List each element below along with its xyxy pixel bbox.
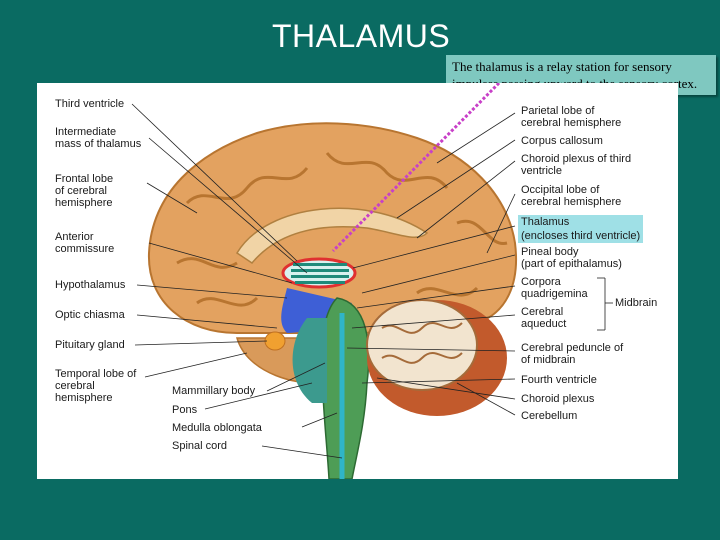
brainstem-shape bbox=[320, 297, 370, 479]
label-choroid-plexus-third-2: ventricle bbox=[521, 165, 562, 177]
label-intermediate: Intermediate bbox=[55, 126, 117, 138]
pons-shape bbox=[292, 318, 327, 403]
label-choroid-plexus: Choroid plexus bbox=[521, 393, 595, 405]
pituitary-shape bbox=[264, 331, 286, 351]
gyri-lines bbox=[176, 152, 508, 307]
slide-title: THALAMUS bbox=[272, 18, 451, 54]
label-temporal-lobe-3: hemisphere bbox=[55, 392, 113, 404]
label-frontal-lobe-2: of cerebral bbox=[55, 185, 107, 197]
label-corpora: Corpora bbox=[521, 276, 561, 288]
corpus-callosum bbox=[235, 207, 429, 264]
label-choroid-plexus-third: Choroid plexus of third bbox=[521, 153, 632, 165]
label-parietal-lobe-2: cerebral hemisphere bbox=[521, 117, 622, 129]
label-thalamus-2: (encloses third ventricle) bbox=[518, 229, 644, 243]
label-mammillary-body: Mammillary body bbox=[172, 385, 256, 397]
label-corpus-callosum: Corpus callosum bbox=[521, 135, 603, 147]
label-thalamus: Thalamus bbox=[518, 215, 644, 229]
label-parietal-lobe: Parietal lobe of bbox=[521, 105, 595, 117]
label-anterior-commissure: Anterior bbox=[55, 231, 94, 243]
label-fourth-ventricle: Fourth ventricle bbox=[521, 374, 597, 386]
label-temporal-lobe: Temporal lobe of bbox=[55, 368, 137, 380]
brain-diagram-panel: Third ventricle Intermediate mass of tha… bbox=[37, 83, 678, 479]
label-anterior-commissure-2: commissure bbox=[55, 243, 115, 255]
label-cerebral-peduncle: Cerebral peduncle of bbox=[521, 342, 624, 354]
label-intermediate-2: mass of thalamus bbox=[55, 138, 142, 150]
label-pineal-body: Pineal body bbox=[521, 246, 579, 258]
label-pineal-body-2: (part of epithalamus) bbox=[521, 258, 622, 270]
label-hypothalamus: Hypothalamus bbox=[55, 279, 126, 291]
brain-illustration bbox=[131, 83, 613, 479]
label-frontal-lobe: Frontal lobe bbox=[55, 173, 114, 185]
thalamus-shape bbox=[281, 257, 357, 289]
label-occipital-lobe-2: cerebral hemisphere bbox=[521, 196, 622, 208]
label-occipital-lobe: Occipital lobe of bbox=[521, 184, 600, 196]
label-spinal-cord: Spinal cord bbox=[172, 440, 228, 452]
callout-line-1: The thalamus is a relay station for sens… bbox=[452, 59, 672, 74]
label-corpora-2: quadrigemina bbox=[521, 288, 588, 300]
label-thalamus-block: Thalamus (encloses third ventricle) bbox=[518, 215, 644, 243]
label-cerebral-aqueduct: Cerebral bbox=[521, 306, 564, 318]
label-pituitary-gland: Pituitary gland bbox=[55, 339, 125, 351]
label-optic-chiasma: Optic chiasma bbox=[55, 309, 125, 321]
label-medulla-oblongata: Medulla oblongata bbox=[172, 422, 262, 434]
callout-pointer bbox=[331, 83, 501, 253]
cerebellum-shape bbox=[366, 299, 507, 416]
leader-lines bbox=[131, 103, 613, 459]
label-frontal-lobe-3: hemisphere bbox=[55, 197, 113, 209]
label-cerebral-peduncle-2: of midbrain bbox=[521, 354, 576, 366]
label-cerebellum: Cerebellum bbox=[521, 410, 578, 422]
label-temporal-lobe-2: cerebral bbox=[55, 380, 95, 392]
label-third-ventricle: Third ventricle bbox=[55, 98, 125, 110]
label-cerebral-aqueduct-2: aqueduct bbox=[521, 318, 567, 330]
label-pons: Pons bbox=[172, 404, 198, 416]
hypothalamus-shape bbox=[281, 288, 352, 333]
label-midbrain: Midbrain bbox=[615, 297, 658, 309]
